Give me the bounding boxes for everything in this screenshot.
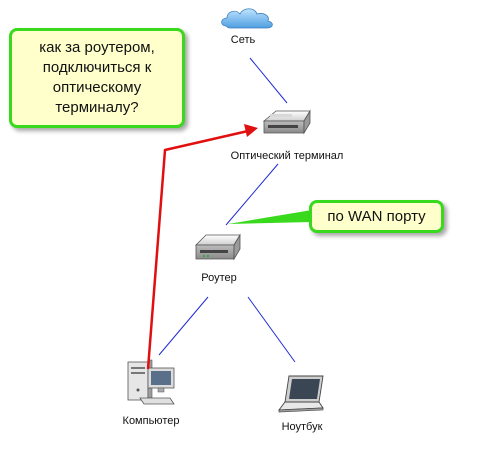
router-icon	[195, 233, 241, 261]
cloud-icon	[221, 8, 273, 29]
link-network-terminal	[249, 57, 288, 104]
laptop-label: Ноутбук	[281, 421, 323, 433]
red-arrow	[146, 124, 258, 370]
link-router-laptop	[247, 296, 296, 363]
computer-label: Компьютер	[122, 415, 180, 427]
link-lines	[158, 57, 296, 363]
link-terminal-router	[225, 163, 279, 226]
wan-port-callout: по WAN порту	[309, 200, 444, 233]
question-callout: как за роутером, подключиться к оптическ…	[9, 28, 185, 128]
optical-terminal-label: Оптический терминал	[230, 150, 344, 162]
router-label: Роутер	[201, 272, 237, 284]
laptop-icon	[278, 375, 324, 413]
desktop-computer-icon	[127, 359, 175, 405]
red-arrow-head	[244, 124, 258, 137]
wan-callout-pointer	[228, 210, 312, 224]
network-label: Сеть	[230, 34, 256, 46]
optical-terminal-icon	[262, 109, 311, 135]
link-router-computer	[158, 296, 209, 356]
